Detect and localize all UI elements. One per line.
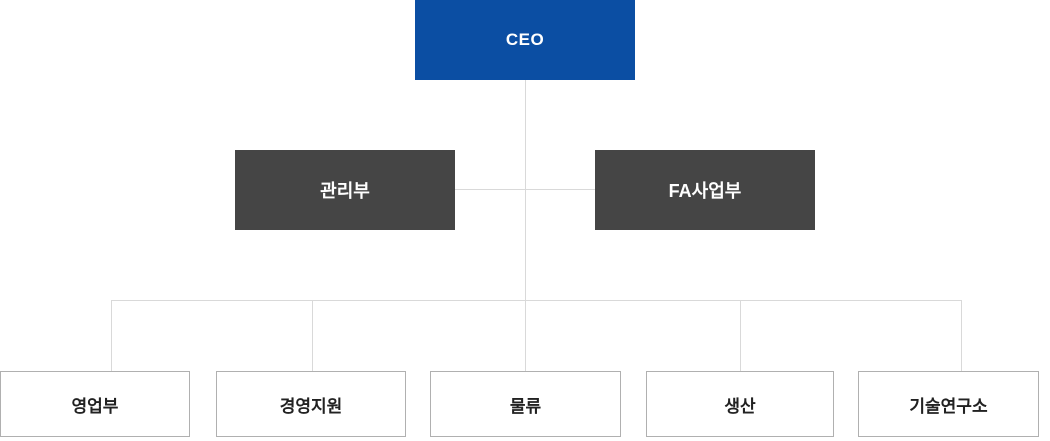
- dept-box-management: 관리부: [235, 150, 455, 230]
- team-box-sales: 영업부: [0, 371, 190, 437]
- dept-label: FA사업부: [668, 181, 742, 201]
- team-label: 경영지원: [279, 396, 343, 416]
- team-label: 물류: [509, 396, 542, 416]
- connector-drop-line: [111, 300, 112, 371]
- dept-label: 관리부: [320, 181, 370, 201]
- connector-dept-horizontal-line: [455, 189, 595, 190]
- connector-ceo-vertical-line: [525, 80, 526, 300]
- team-box-tech-research: 기술연구소: [858, 371, 1039, 437]
- connector-drop-line: [525, 300, 526, 371]
- team-label: 영업부: [71, 396, 119, 416]
- team-box-management-support: 경영지원: [216, 371, 406, 437]
- connector-drop-line: [961, 300, 962, 371]
- team-label: 생산: [724, 396, 756, 416]
- dept-box-fa-business: FA사업부: [595, 150, 815, 230]
- team-box-logistics: 물류: [430, 371, 621, 437]
- connector-drop-line: [740, 300, 741, 371]
- ceo-box: CEO: [415, 0, 635, 80]
- connector-drop-line: [312, 300, 313, 371]
- team-label: 기술연구소: [909, 396, 988, 416]
- team-box-production: 생산: [646, 371, 834, 437]
- connector-team-horizontal-line: [111, 300, 962, 301]
- ceo-label: CEO: [505, 30, 545, 49]
